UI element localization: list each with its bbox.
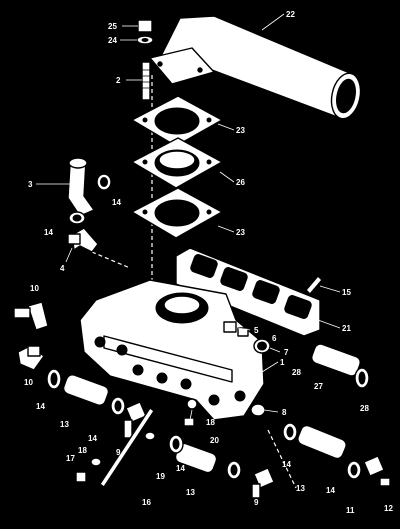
- stud: [141, 61, 151, 101]
- hose-elbow: [67, 157, 95, 217]
- callout-10-lower: 10: [24, 378, 33, 387]
- callout-10-upper: 10: [30, 284, 39, 293]
- spacer-plate: [131, 137, 223, 189]
- callout-15: 15: [342, 288, 351, 297]
- callout-14-g: 14: [326, 486, 335, 495]
- hose-clamp-14-d: [226, 460, 242, 480]
- elbow-tube: [149, 15, 362, 120]
- callout-16: 16: [142, 498, 151, 507]
- callout-13-c: 13: [296, 484, 305, 493]
- callout-28-b: 28: [360, 404, 369, 413]
- callout-1: 1: [280, 358, 285, 367]
- callout-14-a: 14: [112, 198, 121, 207]
- callout-9-b: 9: [254, 498, 259, 507]
- callout-14-d: 14: [88, 434, 97, 443]
- exhaust-manifold: [79, 279, 265, 421]
- callout-18-b: 18: [78, 446, 87, 455]
- callout-8: 8: [282, 408, 287, 417]
- hose-clamp-14-c: [168, 434, 184, 454]
- hose-clamp-28-right: [354, 367, 370, 389]
- callout-25: 25: [108, 22, 117, 31]
- callout-5: 5: [254, 326, 259, 335]
- pipe-plug: [223, 321, 237, 333]
- hose-clamp-28-upper: [46, 368, 62, 390]
- washer: [136, 35, 154, 45]
- hose-clamp-upper: [96, 173, 112, 191]
- gasket-bolt: [305, 275, 323, 295]
- callout-2: 2: [116, 76, 121, 85]
- hose-fitting-upper: [13, 301, 49, 331]
- callout-22: 22: [286, 10, 295, 19]
- callout-4: 4: [60, 264, 65, 273]
- callout-12: 12: [384, 504, 393, 513]
- callout-18-a: 18: [206, 418, 215, 427]
- long-stud: [99, 407, 155, 488]
- callout-21: 21: [342, 324, 351, 333]
- callout-14-f: 14: [282, 460, 291, 469]
- hose-fitting-lower: [17, 345, 45, 371]
- elbow-fitting: [67, 227, 99, 253]
- plug-12: [379, 477, 391, 487]
- o-ring: [253, 338, 271, 354]
- gasket-upper: [131, 95, 223, 147]
- callout-17: 17: [66, 454, 75, 463]
- callout-23-upper: 23: [236, 126, 245, 135]
- stud-nut: [75, 471, 87, 483]
- fitting-18-20: [183, 398, 198, 427]
- manifold-gasket: [175, 247, 321, 337]
- callout-6: 6: [272, 334, 277, 343]
- hose-clamp-left: [68, 211, 86, 225]
- hose-clamp-14-e: [282, 422, 298, 442]
- callout-14-e: 14: [176, 464, 185, 473]
- drain-fitting: [237, 327, 249, 337]
- hose-right-upper: [311, 343, 361, 377]
- gasket-lower: [131, 187, 223, 239]
- nut: [137, 19, 153, 33]
- callout-24: 24: [108, 36, 117, 45]
- callout-9-a: 9: [116, 448, 121, 457]
- callout-14-c: 14: [36, 402, 45, 411]
- callout-13-a: 13: [60, 420, 69, 429]
- hose-fitting-11: [363, 455, 385, 477]
- hose-fitting-9-lower: [251, 467, 275, 499]
- callout-26: 26: [236, 178, 245, 187]
- stud-washer: [90, 457, 102, 467]
- callout-23-lower: 23: [236, 228, 245, 237]
- stud-center-line: [267, 429, 297, 489]
- callout-3: 3: [28, 180, 33, 189]
- callout-13-b: 13: [186, 488, 195, 497]
- callout-27: 27: [314, 382, 323, 391]
- hose-left: [62, 374, 110, 406]
- callout-14-b: 14: [44, 228, 53, 237]
- hose-clamp-14-f: [346, 460, 362, 480]
- callout-20: 20: [210, 436, 219, 445]
- callout-19: 19: [156, 472, 165, 481]
- callout-11: 11: [346, 506, 355, 515]
- plug-8: [250, 403, 266, 417]
- callout-7: 7: [284, 348, 289, 357]
- washer-19: [144, 431, 156, 441]
- port-center-line: [91, 251, 131, 269]
- hose-clamp-right-a: [110, 396, 126, 416]
- callout-28-a: 28: [292, 368, 301, 377]
- hose-lower-right: [297, 424, 347, 460]
